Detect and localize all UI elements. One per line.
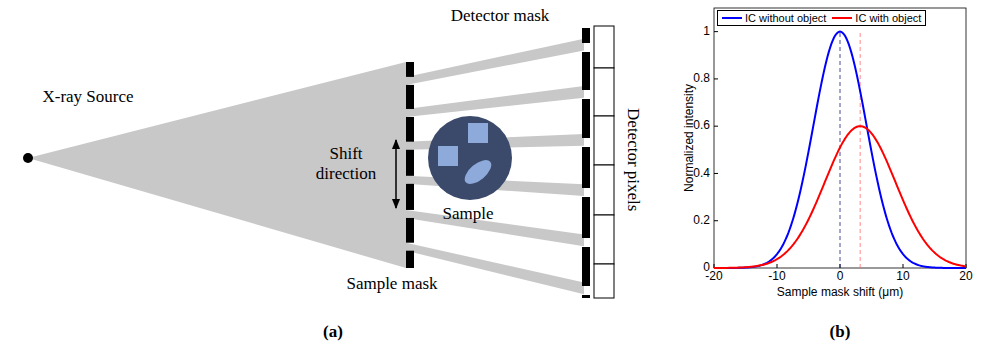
peak-marker [860, 32, 861, 268]
y-tick [714, 173, 718, 174]
tick-label: 0.6 [693, 119, 710, 133]
sample-mask-bar [406, 218, 414, 243]
detector-mask-bar [582, 28, 590, 43]
tick-label: 0 [703, 261, 710, 275]
sample-inclusion [461, 156, 496, 189]
shift-arrow [395, 140, 397, 208]
tick-label: -10 [768, 270, 785, 284]
detector-pixel [594, 264, 614, 298]
beamlet [406, 210, 584, 246]
y-tick [714, 31, 718, 32]
curve-without-object [714, 32, 966, 268]
detector-mask-bar [582, 295, 590, 298]
detector-pixel [594, 68, 614, 116]
detector-mask-bar [582, 197, 590, 238]
sample-body [428, 116, 512, 200]
legend-item: IC without object [722, 12, 826, 24]
chart-legend: IC without object IC with object [717, 10, 926, 26]
curve-with-object [714, 126, 966, 268]
tick-label: 0.8 [693, 72, 710, 86]
x-tick [903, 264, 904, 268]
panel-label: (a) [323, 322, 343, 342]
beamlet [406, 86, 584, 117]
legend-line-sample [832, 14, 852, 22]
detector-pixel [594, 215, 614, 264]
xray-fan [28, 62, 406, 268]
source-label: X-ray Source [42, 87, 133, 107]
detector-mask-bar [582, 52, 590, 90]
xray-source [23, 153, 33, 163]
sample-mask-bar [406, 117, 414, 142]
tick-label: 0 [837, 270, 844, 284]
sample-mask-bar [406, 251, 414, 268]
part-label: Sample [443, 204, 494, 224]
sample-mask-bar [406, 184, 414, 210]
detector-pixel [594, 165, 614, 215]
x-tick [777, 264, 778, 268]
part-label: Detector pixels [624, 108, 644, 211]
legend-text: IC with object [855, 12, 921, 24]
plot-frame [714, 8, 966, 268]
y-tick [714, 220, 718, 221]
legend-text: IC without object [745, 12, 826, 24]
detector-mask-bar [582, 99, 590, 138]
tick-label: 10 [896, 270, 909, 284]
direction-label: Shift direction [304, 144, 388, 183]
beamlet [406, 39, 584, 85]
axis-title: Sample mask shift (μm) [777, 286, 903, 300]
setup-illustration [23, 26, 614, 298]
tick-label: 0.2 [693, 214, 710, 228]
sample-inclusion [438, 146, 458, 166]
part-label: Sample mask [346, 274, 437, 294]
y-tick [714, 126, 718, 127]
part-label: Detector mask [451, 6, 550, 26]
tick-label: 1 [703, 25, 710, 39]
intensity-chart [714, 8, 966, 268]
legend-line-sample [722, 14, 742, 22]
panel-label: (b) [830, 322, 851, 342]
detector-mask-bar [582, 147, 590, 188]
detector-pixel [594, 116, 614, 165]
detector-mask-bar [582, 247, 590, 286]
sample-mask-bar [406, 150, 414, 176]
detector-pixel [594, 26, 614, 68]
tick-label: 0.4 [693, 167, 710, 181]
legend-item: IC with object [832, 12, 921, 24]
sample-mask-bar [406, 85, 414, 109]
tick-label: 20 [959, 270, 972, 284]
sample-mask-bar [406, 62, 414, 77]
y-tick [714, 78, 718, 79]
sample-inclusion [468, 123, 488, 143]
